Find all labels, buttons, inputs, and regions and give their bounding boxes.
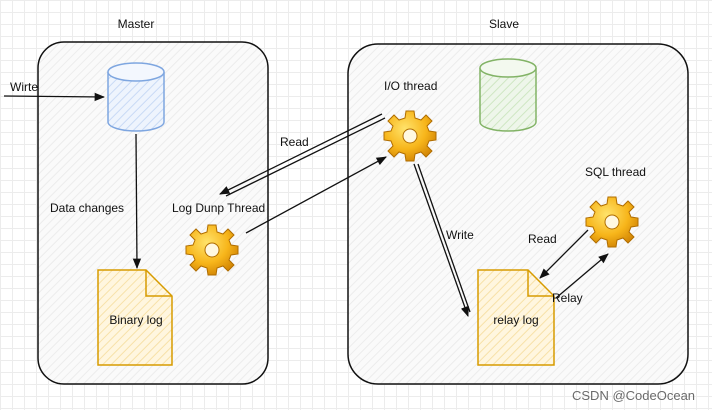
sql-thread-label: SQL thread — [585, 165, 646, 179]
sql-read-arrow — [539, 229, 589, 279]
io-thread-gear-icon — [383, 110, 437, 162]
slave-title: Slave — [489, 17, 519, 31]
binary-log-label: Binary log — [109, 313, 162, 327]
relay-log-document: relay log — [477, 269, 555, 366]
write-relay-arrow — [413, 163, 469, 317]
sql-thread-gear-icon — [585, 196, 639, 248]
log-dump-thread-label: Log Dunp Thread — [172, 201, 265, 215]
arrows — [3, 92, 609, 317]
slave-group: Slave — [347, 17, 689, 385]
io-read-label: Read — [280, 135, 309, 149]
master-group: Master — [37, 17, 269, 385]
master-title: Master — [118, 17, 155, 31]
master-database-icon — [107, 62, 165, 132]
sql-read-label: Read — [528, 232, 557, 246]
write-in-arrow — [3, 92, 106, 102]
slave-container — [347, 43, 689, 385]
relay-label: Relay — [552, 291, 583, 305]
data-changes-label: Data changes — [50, 201, 124, 215]
watermark: CSDN @CodeOcean — [572, 388, 695, 403]
relay-arrow — [555, 253, 609, 299]
dump-to-io-arrow — [245, 156, 387, 234]
write-relay-label: Write — [446, 228, 474, 242]
relay-log-label: relay log — [493, 313, 538, 327]
io-read-arrow — [219, 113, 383, 195]
master-container — [37, 41, 269, 385]
data-changes-arrow — [132, 133, 142, 270]
slave-database-icon — [479, 58, 537, 132]
io-thread-label: I/O thread — [384, 79, 437, 93]
write-in-label: Wirte — [10, 80, 38, 94]
binary-log-document: Binary log — [97, 269, 173, 366]
log-dump-thread-gear-icon — [185, 224, 239, 276]
